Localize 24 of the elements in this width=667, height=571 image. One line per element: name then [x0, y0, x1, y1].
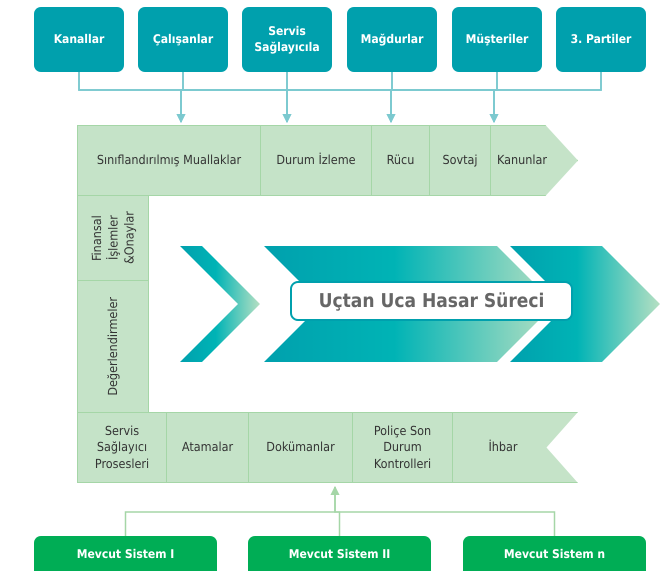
process-cell: Değerlendirmeler	[77, 280, 149, 413]
process-cell: Sovtaj	[429, 125, 491, 196]
title-banner: Uçtan Uca Hasar Süreci	[290, 281, 573, 321]
source-box: Kanallar	[34, 7, 124, 72]
process-cell: Kanunlar	[490, 125, 578, 196]
arrow	[490, 72, 602, 123]
arrow	[330, 486, 556, 536]
source-box: Servis Sağlayıcıla	[242, 7, 332, 72]
process-cell: Durum İzleme	[260, 125, 372, 196]
process-cell: Servis Sağlayıcı Prosesleri	[77, 412, 167, 483]
system-box: Mevcut Sistem II	[248, 536, 431, 571]
source-box: Müşteriler	[452, 7, 542, 72]
process-cell: Sınıflandırılmış Muallaklar	[77, 125, 261, 196]
system-box: Mevcut Sistem n	[463, 536, 646, 571]
system-box: Mevcut Sistem I	[34, 536, 217, 571]
process-cell: Dokümanlar	[248, 412, 353, 483]
source-box: Çalışanlar	[138, 7, 228, 72]
process-cell: Rücu	[371, 125, 430, 196]
source-box: Mağdurlar	[347, 7, 437, 72]
source-box: 3. Partiler	[556, 7, 646, 72]
process-cell: Atamalar	[166, 412, 249, 483]
process-cell: Finansal İşlemler &Onaylar	[77, 195, 149, 281]
process-cell: İhbar	[452, 412, 578, 483]
process-cell: Poliçe Son Durum Kontrolleri	[352, 412, 453, 483]
